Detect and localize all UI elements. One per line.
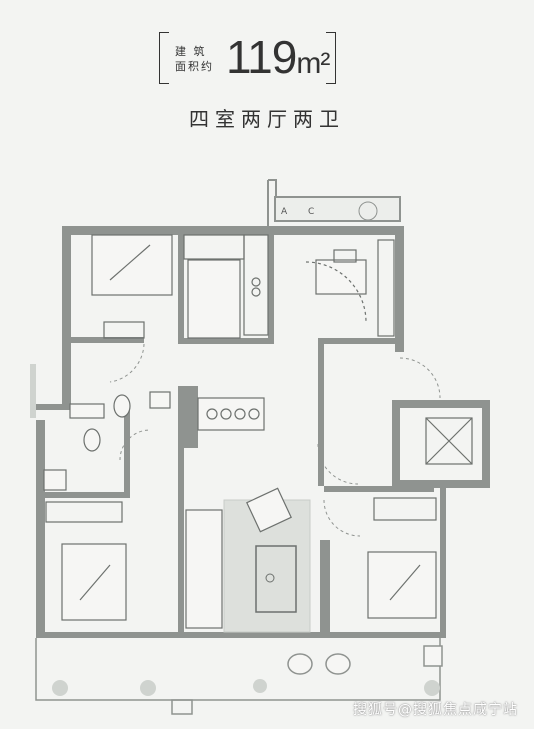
sofa <box>185 509 223 629</box>
layout-title: 四室两厅两卫 <box>189 107 345 131</box>
area-label: 建 筑 面积约 <box>175 44 214 74</box>
walls <box>36 226 490 638</box>
dining-table <box>197 397 265 431</box>
bottom-balcony <box>35 638 443 715</box>
living-room <box>185 487 330 633</box>
door-swings <box>109 343 441 537</box>
area-number: 119 <box>226 31 297 83</box>
area-unit: m² <box>296 47 330 80</box>
kitchen <box>183 234 269 339</box>
area-label-line2: 面积约 <box>175 60 214 73</box>
study <box>305 239 395 337</box>
area-value: 119m² <box>226 30 330 84</box>
top-balcony: A C <box>267 179 401 230</box>
left-bracket <box>159 32 169 84</box>
tv-stand <box>320 540 330 632</box>
elevator <box>425 417 473 465</box>
left-window <box>30 364 36 418</box>
right-bracket <box>326 32 336 84</box>
bedroom-top-left <box>91 234 173 339</box>
area-label-line1: 建 筑 <box>175 45 207 58</box>
balcony-letter-c: C <box>308 207 314 217</box>
bedroom-bottom-right <box>367 497 437 619</box>
armchair <box>246 487 292 533</box>
floorplan-header: 建 筑 面积约 119m² 四室两厅两卫 <box>0 0 534 140</box>
watermark: 搜狐号@搜狐焦点咸宁站 <box>353 702 518 718</box>
coffee-table <box>255 545 297 613</box>
bedroom-bottom-left <box>45 501 127 621</box>
balcony-letter-a: A <box>281 207 288 217</box>
bathrooms <box>43 391 171 491</box>
